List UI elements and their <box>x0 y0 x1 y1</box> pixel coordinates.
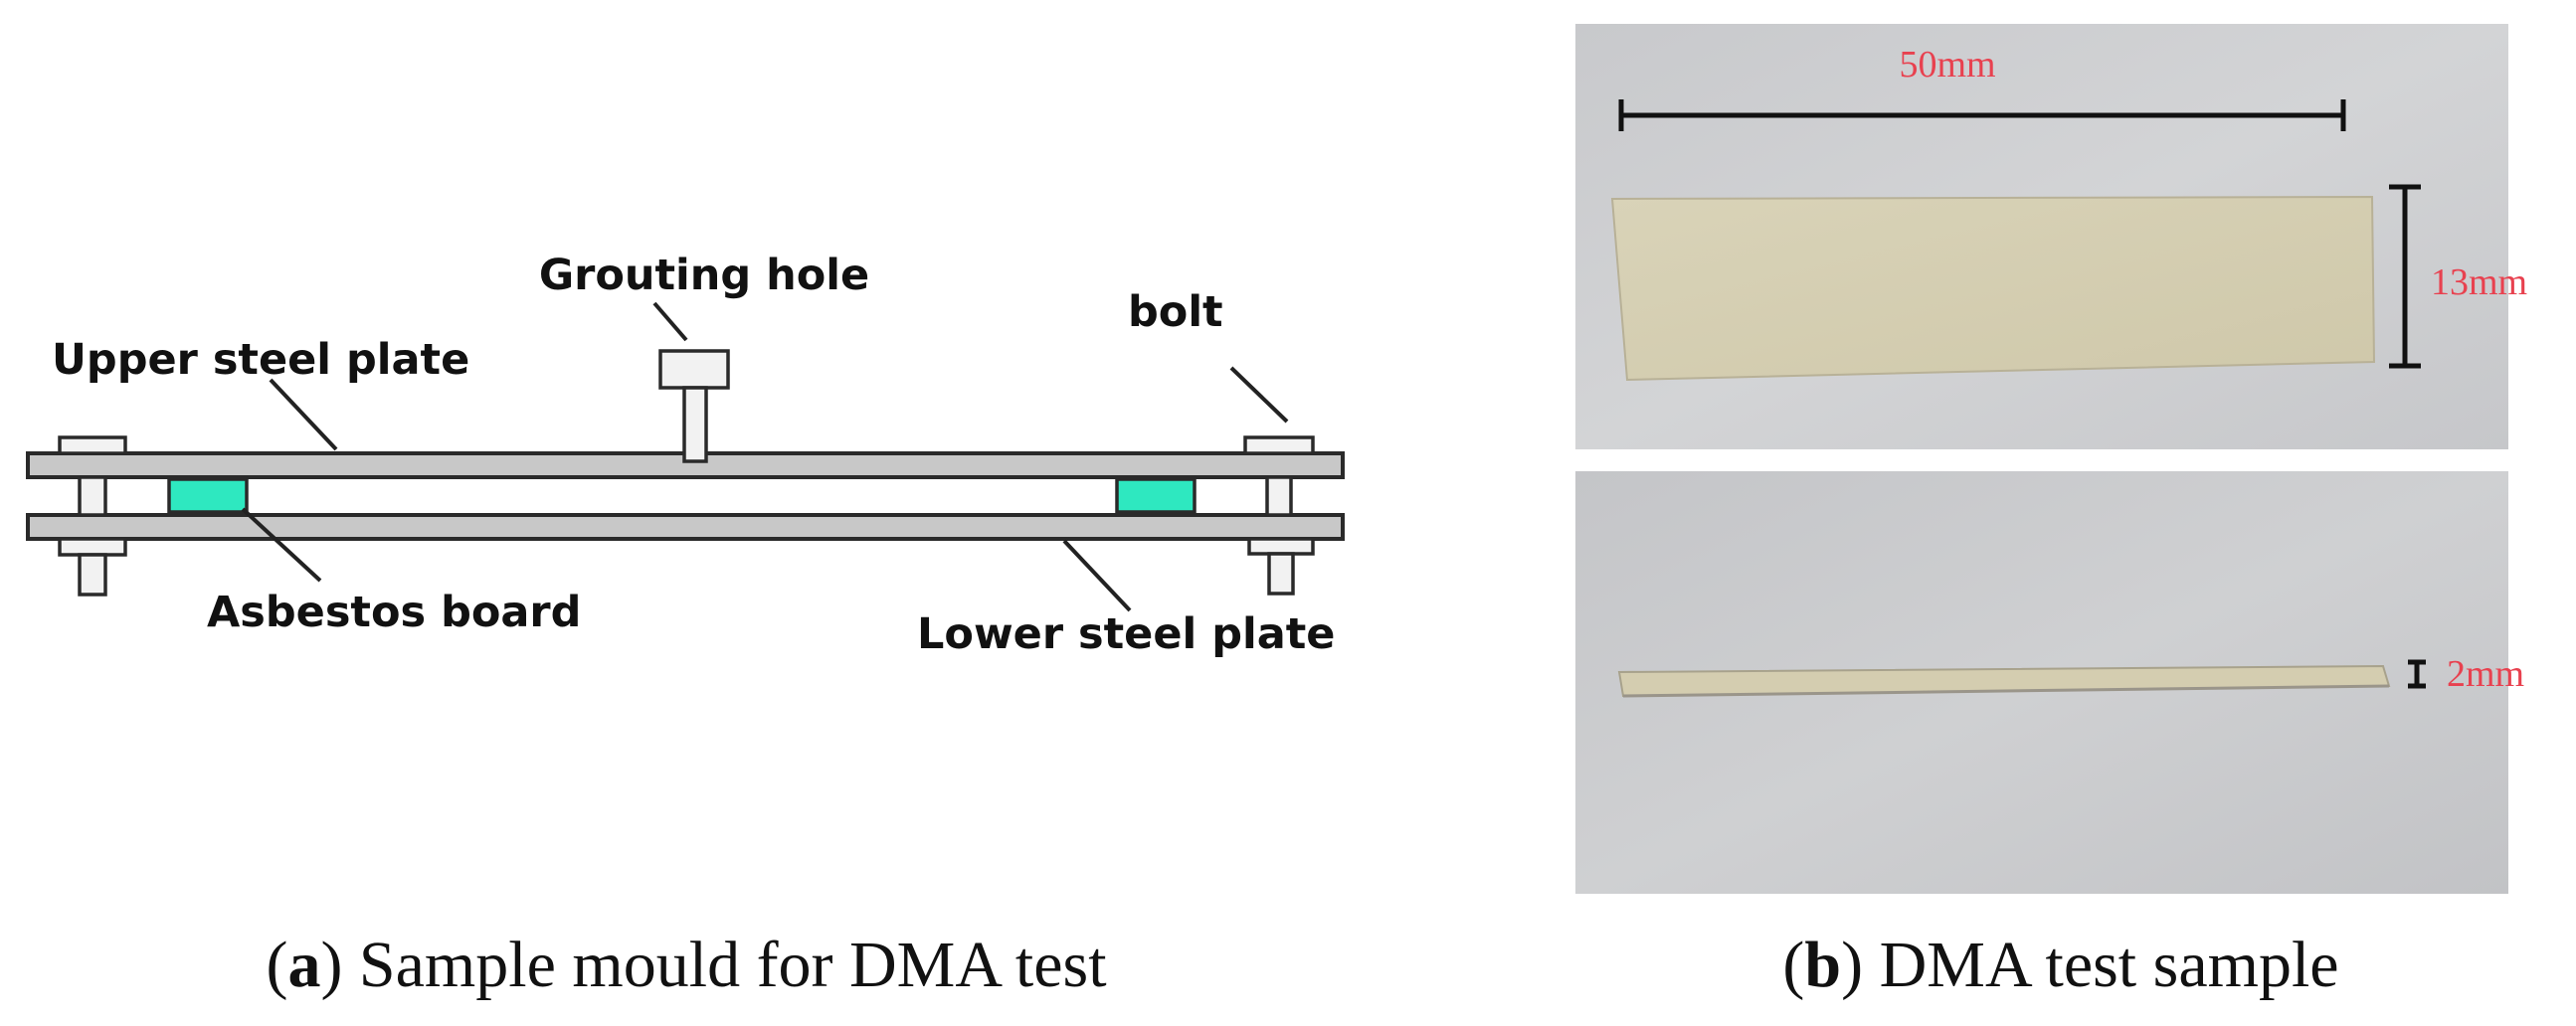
sample-photo-side-view: 2mm <box>1575 471 2524 894</box>
mould-diagram: Grouting hole Upper steel plate bolt Asb… <box>26 251 1345 659</box>
leader-grouting-hole <box>652 301 688 342</box>
leader-bolt <box>1229 366 1289 424</box>
right-bolt <box>1243 435 1315 596</box>
label-bolt: bolt <box>1128 287 1223 337</box>
label-asbestos-board: Asbestos board <box>207 588 581 637</box>
sample-photo-top-view: 50mm 13mm <box>1575 24 2527 449</box>
grouting-hole-cap <box>658 349 730 390</box>
asbestos-board-right <box>1115 477 1196 514</box>
asbestos-board-left <box>167 477 249 514</box>
lower-steel-plate <box>26 513 1345 541</box>
dimension-thickness-label: 2mm <box>2447 653 2524 695</box>
leader-asbestos-board <box>241 507 322 583</box>
grouting-hole-tube <box>682 386 708 463</box>
caption-b: (b) DMA test sample <box>1782 929 2338 1001</box>
label-grouting-hole: Grouting hole <box>539 251 869 300</box>
label-upper-steel-plate: Upper steel plate <box>52 335 469 385</box>
label-lower-steel-plate: Lower steel plate <box>917 609 1335 659</box>
dimension-length-label: 50mm <box>1899 44 1995 86</box>
leader-upper-steel-plate <box>269 378 338 451</box>
caption-a: (a) Sample mould for DMA test <box>266 929 1106 1001</box>
sample-strip-top <box>1610 195 2376 382</box>
left-bolt <box>58 435 127 597</box>
leader-lower-steel-plate <box>1062 539 1132 612</box>
dimension-width-label: 13mm <box>2431 261 2527 303</box>
